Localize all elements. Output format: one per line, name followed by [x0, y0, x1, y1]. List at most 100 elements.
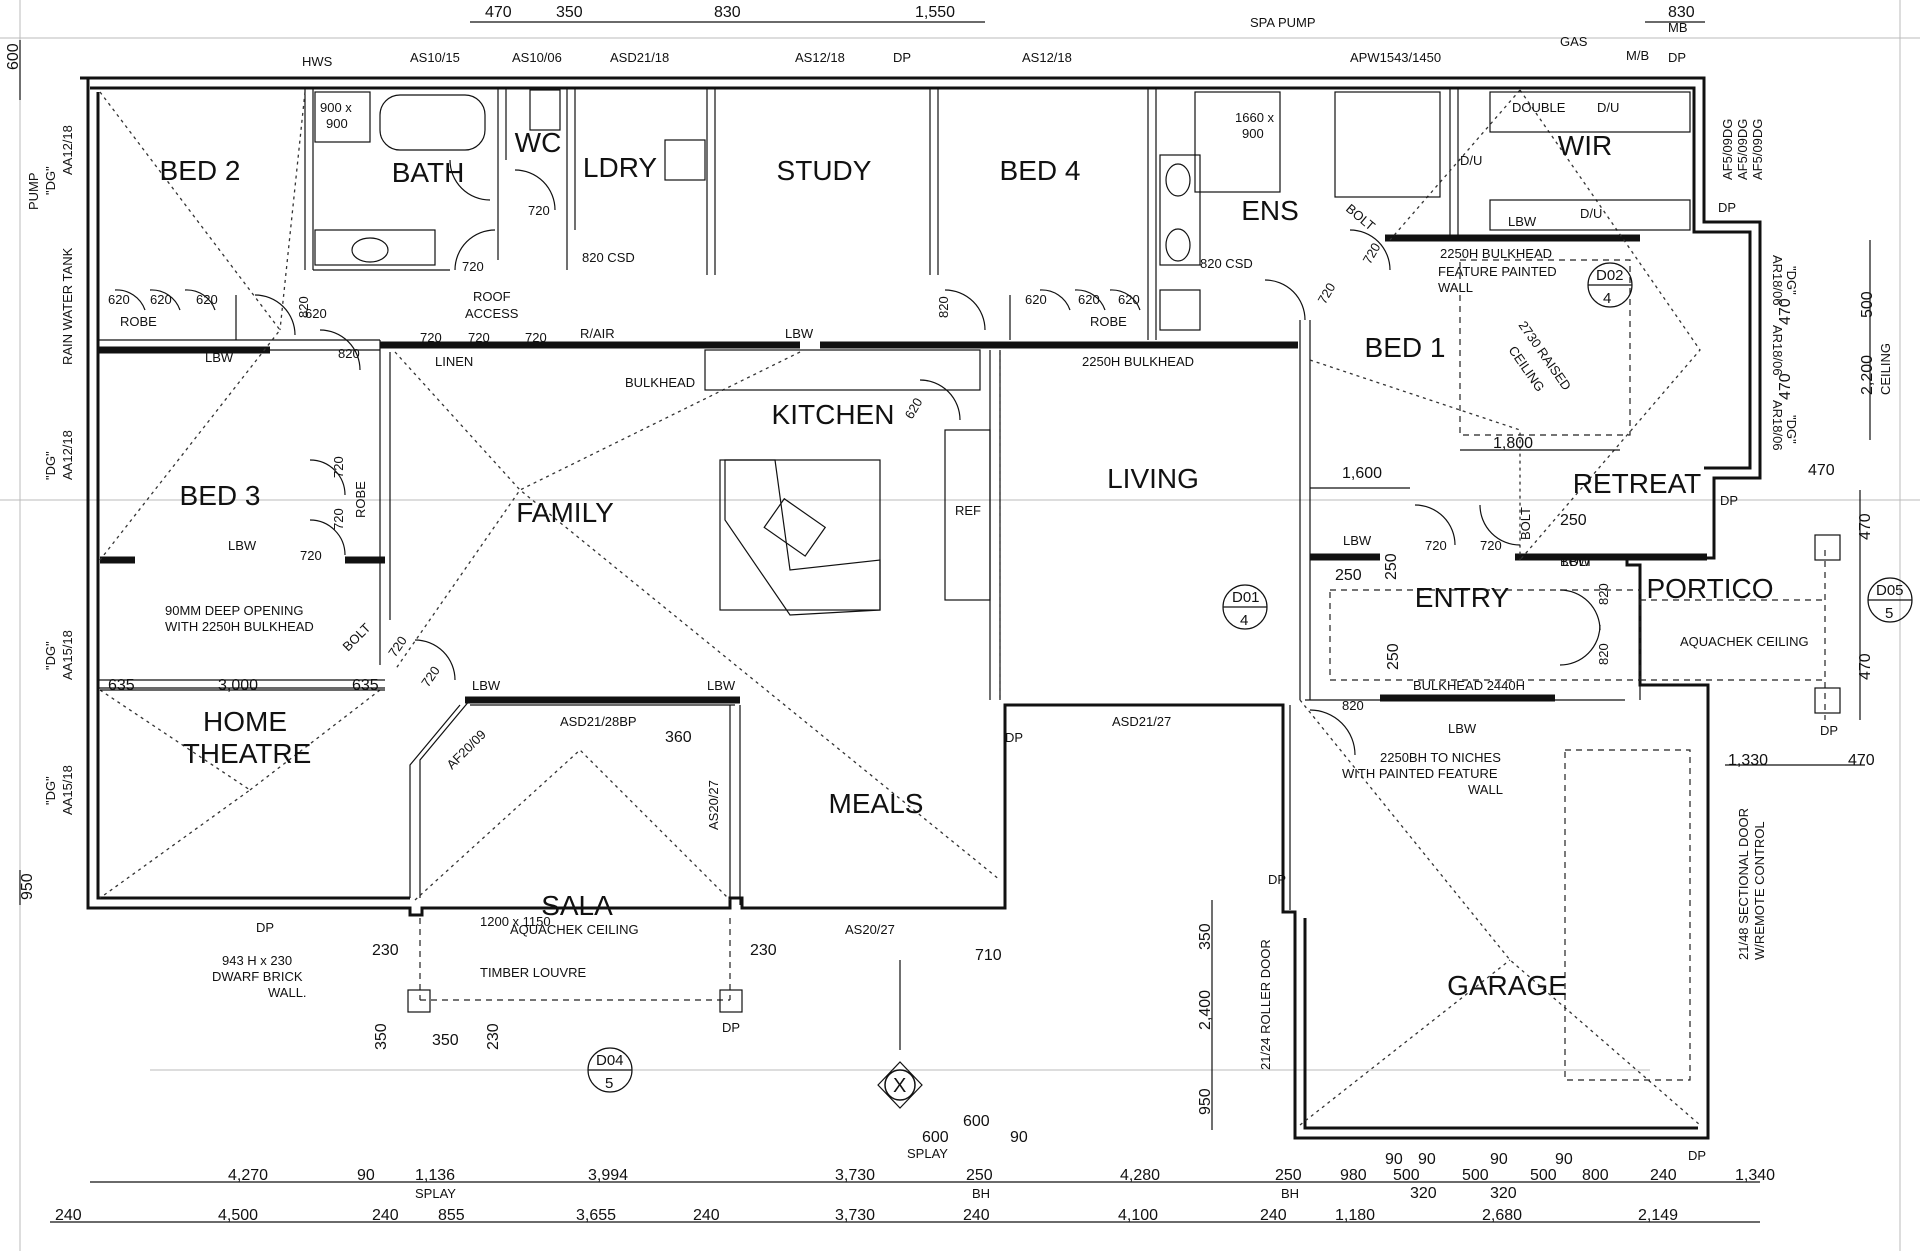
dim-635b: 635 [352, 677, 379, 694]
bottom-dim: 3,730 [835, 1207, 875, 1224]
fixtures [314, 89, 1691, 616]
dim-470b: 470 [1777, 373, 1794, 400]
bottom-dim: 500 [1393, 1167, 1420, 1184]
label-du-3: D/U [1580, 206, 1602, 221]
marker-x-arrow [877, 1061, 923, 1109]
wir-bench-bottom [1489, 199, 1691, 231]
bottom-dim: 320 [1490, 1185, 1517, 1202]
label-aquachek-portico: AQUACHEK CEILING [1680, 634, 1809, 649]
room-wir: WIR [1558, 130, 1612, 161]
bottom-dim: 90 [1385, 1151, 1403, 1168]
dim-820d: 820 [1342, 698, 1364, 713]
label-dp-10: DP [1268, 872, 1286, 887]
dim-720b: 720 [462, 259, 484, 274]
label-lbw-8: LBW [1448, 721, 1477, 736]
label-roof: ROOF [473, 289, 511, 304]
dim-470f: 470 [1848, 752, 1875, 769]
bottom-dim: 250 [966, 1167, 993, 1184]
window-as12-18a: AS12/18 [795, 50, 845, 65]
dim-g950: 950 [1197, 1088, 1214, 1115]
dim-720k: 720 [1480, 538, 1502, 553]
bottom-dim: 855 [438, 1207, 465, 1224]
dimension-lines [19, 21, 1871, 1223]
bottom-dimension-row-2: 240 4,500 240 855 3,655 240 3,730 240 4,… [55, 1207, 1678, 1224]
bottom-dim: 250 [1275, 1167, 1302, 1184]
window-asd21-18: ASD21/18 [610, 50, 669, 65]
label-feature-2: FEATURE PAINTED [1438, 264, 1557, 279]
label-aquachek-sala: AQUACHEK CEILING [510, 922, 639, 937]
bottom-dim: 90 [1555, 1151, 1573, 1168]
room-bed3: BED 3 [180, 480, 261, 511]
dim-230b: 230 [750, 942, 777, 959]
kitchen-bench [704, 349, 981, 391]
label-rainwater: RAIN WATER TANK [60, 247, 75, 365]
dim-2200: 2,200 [1859, 355, 1876, 395]
label-du-2: D/U [1460, 153, 1482, 168]
room-portico: PORTICO [1646, 573, 1773, 604]
window-aa12-18b: AA12/18 [60, 430, 75, 480]
room-entry: ENTRY [1415, 582, 1510, 613]
dimension-text: 470 350 830 1,550 830 600 950 620 620 62… [5, 4, 1893, 1146]
label-d05: D05 [1876, 582, 1904, 599]
dim-720l: 720 [385, 633, 410, 659]
bottom-dim: 500 [1462, 1167, 1489, 1184]
laundry-tub [664, 139, 706, 181]
label-lbw-wir: LBW [1508, 214, 1537, 229]
annotations: HWS SPA PUMP GAS M/B MB DP DP DP DP DP D… [26, 15, 1904, 1201]
label-csd-1: 820 CSD [582, 250, 635, 265]
dim-top-830b: 830 [1668, 4, 1695, 21]
label-robe-1: ROBE [120, 314, 157, 329]
label-du-1: D/U [1597, 100, 1619, 115]
dim-620k: 620 [305, 306, 327, 321]
dim-top-350: 350 [556, 4, 583, 21]
dim-635a: 635 [108, 677, 135, 694]
label-bulkhead-a: BULKHEAD [625, 375, 695, 390]
wc-pan [529, 89, 561, 131]
label-access: ACCESS [465, 306, 519, 321]
label-d02: D02 [1596, 267, 1624, 284]
dim-470d: 470 [1857, 513, 1874, 540]
dim-620a: 620 [108, 292, 130, 307]
dim-top-1550: 1,550 [915, 4, 955, 21]
roof-lines [99, 89, 1701, 1126]
dim-720e: 720 [525, 330, 547, 345]
shower-bath [314, 91, 371, 143]
bottom-dim: 1,340 [1735, 1167, 1775, 1184]
label-bolt-1: BOLT [1343, 201, 1378, 234]
dim-720d: 720 [468, 330, 490, 345]
room-ens: ENS [1241, 195, 1299, 226]
dim-g2400: 2,400 [1197, 990, 1214, 1030]
label-r-air: R/AIR [580, 326, 615, 341]
label-bulkhead-2440: BULKHEAD 2440H [1413, 678, 1525, 693]
label-robe-2: ROBE [1090, 314, 1127, 329]
outer-walls [80, 76, 1762, 1140]
dim-820b: 820 [338, 346, 360, 361]
label-d05-num: 5 [1885, 605, 1893, 622]
window-as20-27b: AS20/27 [845, 922, 895, 937]
label-d01: D01 [1232, 589, 1260, 606]
window-as10-06: AS10/06 [512, 50, 562, 65]
bottom-dim: 3,994 [588, 1167, 628, 1184]
window-as10-15: AS10/15 [410, 50, 460, 65]
label-lbw-5: LBW [1562, 554, 1591, 569]
dim-250d: 250 [1385, 643, 1402, 670]
dim-720a: 720 [528, 203, 550, 218]
window-af5-09a: AF5/09DG [1720, 119, 1735, 180]
bottom-dim: 2,680 [1482, 1207, 1522, 1224]
window-asd21-28bp: ASD21/28BP [560, 714, 637, 729]
dim-720i: 720 [331, 508, 346, 530]
label-dp-4: DP [1720, 493, 1738, 508]
bottom-dim: 1,180 [1335, 1207, 1375, 1224]
label-lbw-7: LBW [707, 678, 736, 693]
label-spa-pump: SPA PUMP [1250, 15, 1316, 30]
window-as12-18b: AS12/18 [1022, 50, 1072, 65]
basin-bath [351, 237, 389, 263]
dim-230c: 230 [485, 1023, 502, 1050]
window-ar18-06c: AR18/06 [1770, 400, 1785, 451]
label-dwarf-1: 943 H x 230 [222, 953, 292, 968]
label-niches-3: WALL [1468, 782, 1503, 797]
room-wc: WC [515, 127, 562, 158]
room-bed4: BED 4 [1000, 155, 1081, 186]
label-dg-3: "DG" [43, 641, 58, 670]
label-d04-num: 5 [605, 1075, 613, 1092]
